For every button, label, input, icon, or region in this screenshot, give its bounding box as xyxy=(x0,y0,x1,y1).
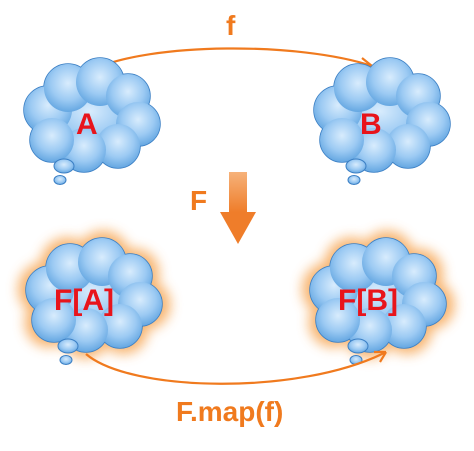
arrow-fmap-head xyxy=(374,350,387,363)
arrow-f-label: f xyxy=(226,10,236,41)
arrow-fmap xyxy=(85,351,387,385)
cloud-fb xyxy=(309,237,447,365)
arrow-f xyxy=(91,47,373,71)
functor-label: F xyxy=(190,185,208,216)
cloud-a-label: A xyxy=(76,108,98,141)
arrow-fmap-label: F.map(f) xyxy=(176,396,284,427)
cloud-fb-label: F[B] xyxy=(338,284,398,317)
cloud-b-label: B xyxy=(360,108,382,141)
cloud-a xyxy=(23,57,161,185)
functor-arrow xyxy=(220,172,256,244)
cloud-fa-label: F[A] xyxy=(54,284,114,317)
cloud-fa xyxy=(25,237,163,365)
cloud-b xyxy=(313,57,451,185)
